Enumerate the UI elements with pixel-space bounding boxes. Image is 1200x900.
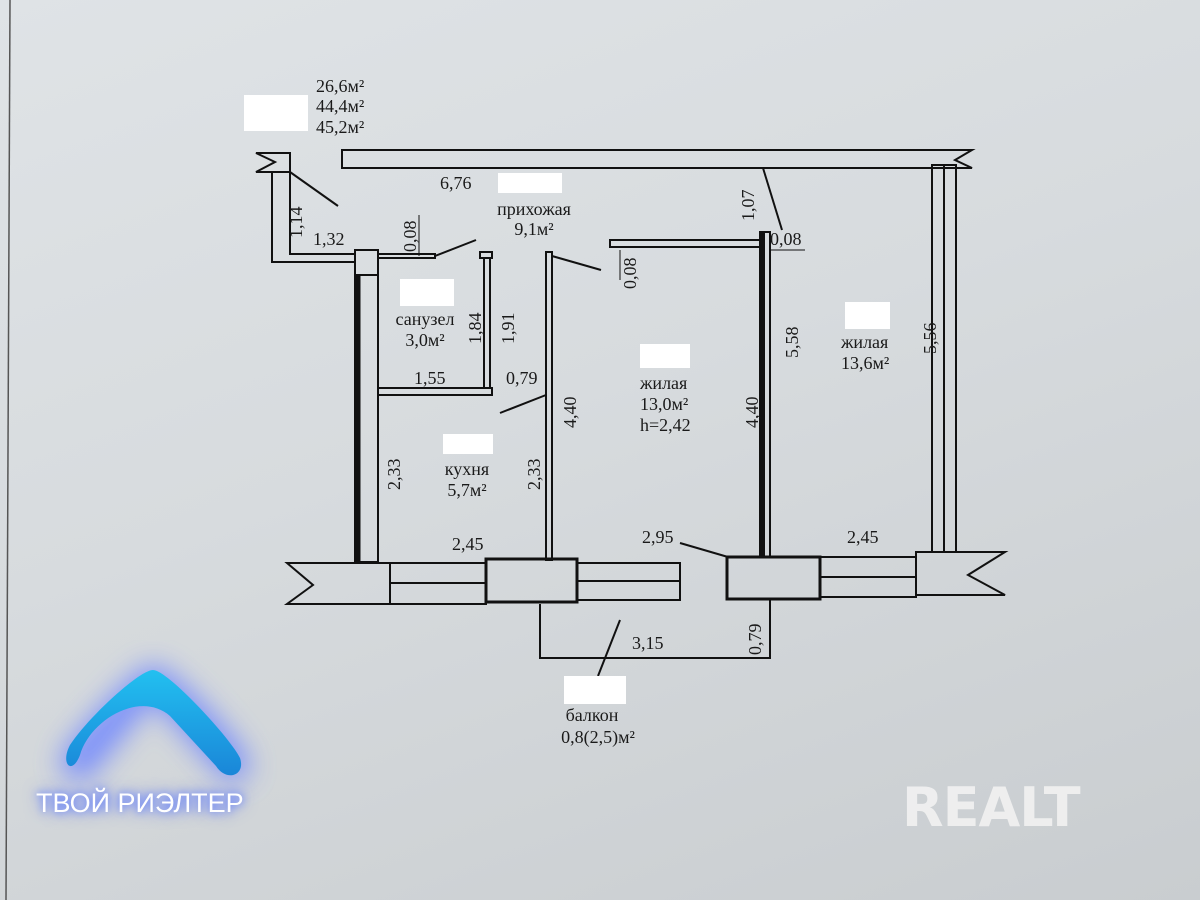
dim-1-07: 1,07 [738,189,758,222]
room-living1-height: h=2,42 [640,415,691,435]
room-hallway-name: прихожая [497,199,571,219]
room-kitchen-name: кухня [444,459,490,479]
room-balcony-name: балкон [565,705,619,725]
room-living1-area: 13,0м² [640,394,689,414]
redacted-label [443,434,493,454]
room-living2-name: жилая [841,332,889,352]
dim-0-79: 0,79 [506,368,538,388]
dim-4-40-a: 4,40 [560,396,580,429]
dim-6-76: 6,76 [440,173,472,193]
total-area-with-balcony: 45,2м² [316,117,365,137]
total-area: 44,4м² [316,96,365,116]
dim-0-79-balcony: 0,79 [745,623,765,656]
room-living2-area: 13,6м² [841,353,890,373]
agency-logo-text: ТВОЙ РИЭЛТЕР [36,788,244,818]
redacted-label [640,344,690,368]
room-bathroom-area: 3,0м² [405,330,445,350]
dim-0-08-bath: 0,08 [400,220,420,253]
dim-2-45-kitchen: 2,45 [452,534,484,554]
realt-watermark: REALT [902,776,1081,839]
dim-5-56: 5,56 [920,322,940,355]
dim-1-91: 1,91 [498,312,518,345]
room-hallway-area: 9,1м² [514,219,554,239]
dim-2-45-living: 2,45 [847,527,879,547]
page-edge [5,0,11,900]
dim-3-15: 3,15 [632,633,664,653]
room-living1-name: жилая [640,373,688,393]
dim-4-40-b: 4,40 [742,396,762,429]
dim-1-32: 1,32 [313,229,345,249]
dim-0-08-living: 0,08 [620,257,640,290]
dim-0-08-right: 0,08 [770,229,802,249]
dim-5-58: 5,58 [782,326,802,359]
living-area-total: 26,6м² [316,76,365,96]
dim-1-84: 1,84 [465,312,485,345]
dim-2-33-b: 2,33 [524,458,544,491]
dim-1-55: 1,55 [414,368,446,388]
redacted-label [498,173,562,193]
dim-2-33-a: 2,33 [384,458,404,491]
redacted-label [244,95,308,131]
redacted-label [845,302,890,329]
dim-2-95: 2,95 [642,527,674,547]
room-kitchen-area: 5,7м² [447,480,487,500]
walls [255,149,1009,677]
dim-1-14: 1,14 [286,206,306,239]
room-bathroom-name: санузел [395,309,455,329]
redacted-label [564,676,626,704]
agency-logo-icon [61,665,250,781]
redacted-label [400,279,454,306]
room-balcony-area: 0,8(2,5)м² [561,727,635,747]
